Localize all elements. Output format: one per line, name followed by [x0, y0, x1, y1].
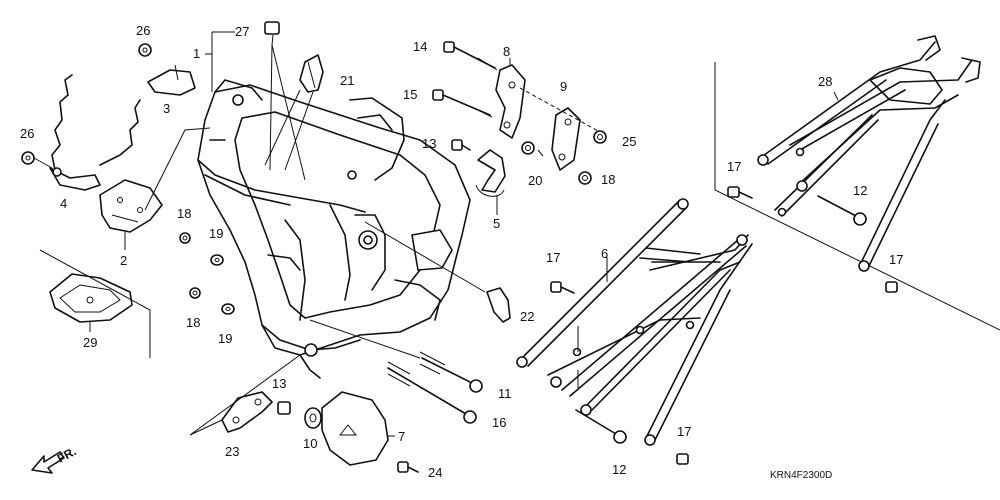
callout-28: 28: [818, 74, 832, 89]
callout-18-b: 18: [186, 315, 200, 330]
bolt-12-subframe: [575, 409, 627, 444]
axis-line-8-9: [519, 87, 601, 133]
part-29-guard: [49, 273, 133, 332]
rear-frame-28: [757, 35, 981, 272]
fastener-18-b: [189, 287, 201, 299]
callout-22: 22: [520, 309, 534, 324]
callout-15: 15: [403, 87, 417, 102]
callout-7: 7: [398, 429, 405, 444]
callout-26-left: 26: [20, 126, 34, 141]
part-23-bracket: [189, 354, 301, 436]
washer-20: [521, 141, 544, 157]
fastener-19-a: [210, 254, 224, 266]
callout-29: 29: [83, 335, 97, 350]
bolt-17-rear-b: [885, 281, 898, 293]
callout-16: 16: [492, 415, 506, 430]
bolt-24: [397, 461, 419, 473]
bracket-8: [495, 58, 526, 139]
bolt-16: [387, 361, 477, 424]
bolt-13-lower: [277, 401, 291, 415]
callout-20: 20: [528, 173, 542, 188]
callout-17-rear-a: 17: [727, 159, 741, 174]
callout-6: 6: [601, 246, 608, 261]
bracket-9: [551, 107, 581, 171]
callout-17-subframe-bottom: 17: [677, 424, 691, 439]
callout-12-rear: 12: [853, 183, 867, 198]
sub-frame-6: [516, 198, 753, 446]
callout-13-lower: 13: [272, 376, 286, 391]
callout-17-subframe-top: 17: [546, 250, 560, 265]
nut-25: [593, 130, 607, 144]
callout-11: 11: [498, 386, 512, 401]
callout-4: 4: [60, 196, 67, 211]
fastener-19-b: [221, 303, 235, 315]
leader-frame-left: [144, 127, 211, 211]
bolt-17-subframe-bottom: [676, 453, 689, 465]
part-21-clamp: [264, 54, 324, 171]
bolt-17-rear-a: [727, 186, 753, 199]
callout-8: 8: [503, 44, 510, 59]
callout-18-center: 18: [601, 172, 615, 187]
callout-25: 25: [622, 134, 636, 149]
nut-18-center: [578, 171, 592, 185]
leader-bolts-axis: [309, 319, 421, 359]
leader-part-27: [269, 34, 306, 181]
part-27-plug: [264, 21, 280, 35]
callout-1: 1: [193, 46, 200, 61]
callout-26-top: 26: [136, 23, 150, 38]
callout-19-a: 19: [209, 226, 223, 241]
callout-17-rear-b: 17: [889, 252, 903, 267]
callout-3: 3: [163, 101, 170, 116]
main-frame-body: [197, 79, 471, 379]
guard-7: [321, 391, 395, 466]
collar-10: [304, 407, 322, 429]
bolt-12-rear: [817, 195, 867, 226]
view-box-28: [714, 62, 1000, 331]
clamp-5: [475, 149, 506, 215]
callout-9: 9: [560, 79, 567, 94]
callout-14: 14: [413, 39, 427, 54]
callout-10: 10: [303, 436, 317, 451]
callout-23: 23: [225, 444, 239, 459]
fastener-18-a: [179, 232, 191, 244]
part-3-bracket: [147, 64, 196, 96]
callout-27: 27: [235, 24, 249, 39]
fastener-26-top: [138, 43, 152, 57]
part-2-bracket: [99, 179, 163, 250]
callout-labels: 1 2 3 4 5 6 7 8 9 10 11 12 12 13 13 14 1…: [20, 23, 903, 480]
callout-5: 5: [493, 216, 500, 231]
callout-12-subframe: 12: [612, 462, 626, 477]
bolt-14: [443, 41, 498, 71]
bolt-17-subframe-top: [550, 281, 575, 294]
callout-21: 21: [340, 73, 354, 88]
drawing-code: KRN4F2300D: [770, 470, 832, 481]
callout-24: 24: [428, 465, 442, 480]
callout-13-center: 13: [422, 136, 436, 151]
part-22-band: [364, 221, 511, 323]
callout-18-a: 18: [177, 206, 191, 221]
part-4-harness-stay: [49, 74, 141, 191]
leader-29-box: [39, 249, 151, 358]
bolt-11: [419, 351, 483, 393]
callout-2: 2: [120, 253, 127, 268]
bolt-13-center: [451, 139, 471, 151]
callout-19-b: 19: [218, 331, 232, 346]
front-direction-arrow: FR.: [31, 444, 78, 474]
leader-part-1: [205, 31, 235, 92]
fastener-26-left: [21, 151, 53, 169]
bolt-15: [432, 89, 493, 118]
